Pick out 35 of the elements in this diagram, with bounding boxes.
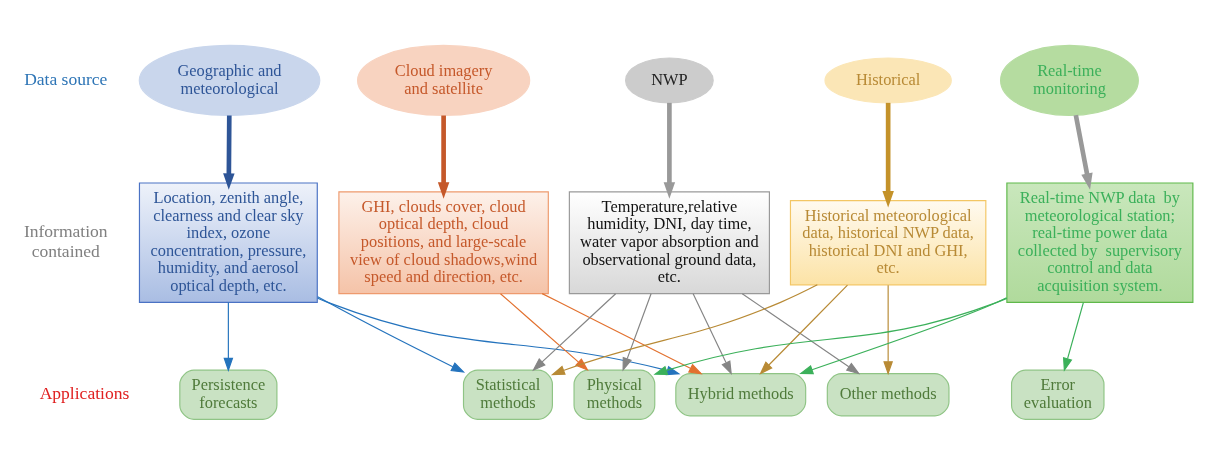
node-box: GHI, clouds cover, cloud optical depth, cloud positions, and large-scale view of cloud shadows,wind speed and direction, etc. [338, 190, 549, 294]
node-box: Historical meteorological data, historical NWP data, historical DNI and GHI, etc. [789, 199, 987, 285]
node-box: Statistical methods [462, 369, 553, 420]
arrow [882, 102, 894, 208]
node-ellipse: Geographic and meteorological [138, 44, 321, 116]
arrow [437, 115, 450, 199]
arrow [1073, 114, 1093, 190]
label: Data source [24, 68, 108, 89]
node-ellipse: Cloud imagery and satellite [356, 44, 531, 116]
arrow [532, 292, 617, 371]
arrow [759, 284, 849, 375]
node-ellipse: Historical [824, 56, 952, 103]
node-box: Real-time NWP data by meteorological station; real-time power data collected by supervisory control and data acquisition system. [1006, 181, 1194, 303]
node-box: Location, zenith angle, clearness and clear sky index, ozone concentration, pressure, humidity, and aerosol optical depth, etc. [138, 181, 318, 303]
arrow [499, 292, 589, 371]
arrow [692, 292, 732, 375]
arrow [223, 301, 234, 372]
arrow [741, 292, 861, 374]
arrow [317, 295, 466, 373]
node-ellipse: Real-time monitoring [1000, 44, 1139, 116]
node-box: Physical methods [573, 369, 656, 420]
node-box: Persistence forecasts [179, 369, 278, 420]
node-ellipse: NWP [625, 56, 714, 103]
node-box: Temperature,relative humidity, DNI, day time, water vapor absorption and observational ground data, etc. [568, 190, 770, 294]
label: Applications [39, 382, 130, 403]
node-box: Hybrid methods [675, 372, 807, 416]
arrow [622, 292, 652, 372]
node-box: Other methods [826, 372, 950, 416]
label: Information contained [23, 220, 108, 261]
arrow [883, 284, 894, 375]
arrow [223, 115, 235, 190]
arrow [1062, 301, 1084, 372]
arrow [799, 296, 1008, 374]
arrow [663, 102, 676, 199]
node-box: Error evaluation [1010, 369, 1105, 420]
